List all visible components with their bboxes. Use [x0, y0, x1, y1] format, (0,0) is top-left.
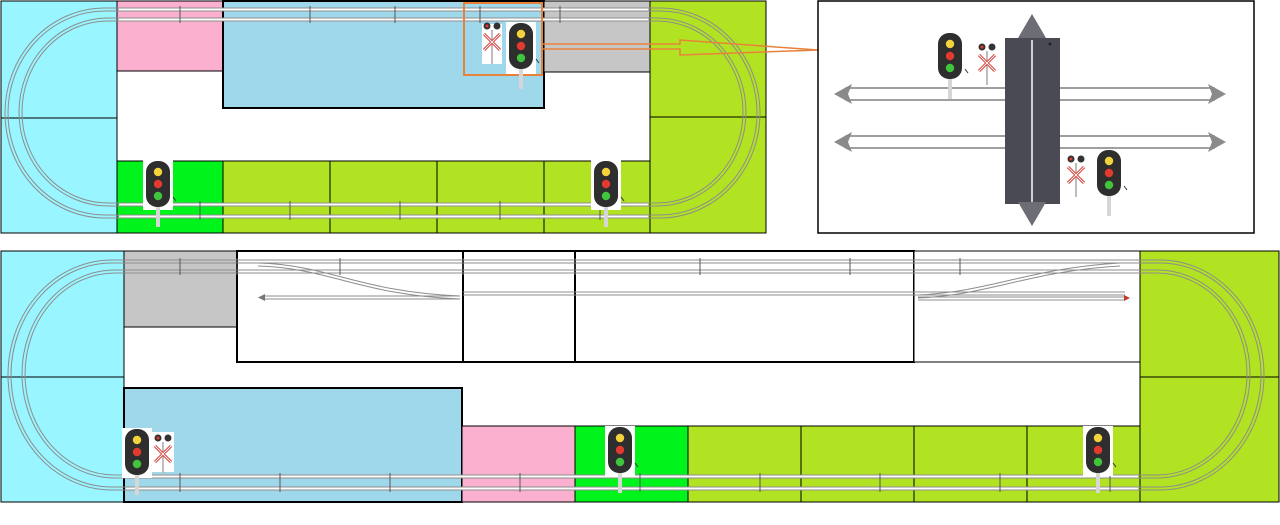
bottom-pink-panel	[461, 425, 576, 503]
traffic-signal-icon	[1083, 426, 1117, 494]
top-layout	[0, 0, 819, 234]
top-gray-panel	[543, 0, 651, 73]
bottom-white-panel-3	[574, 250, 915, 363]
bottom-blue-panel	[123, 387, 463, 503]
bottom-track-sidings	[257, 262, 1125, 301]
top-track-loop-right	[648, 7, 761, 219]
bottom-right-upper-panel	[1139, 250, 1280, 378]
bottom-track-loop-left	[7, 259, 126, 491]
top-track-straight-bottom-white	[119, 203, 648, 218]
siding-end-marker	[1124, 295, 1130, 301]
detail-panel	[817, 0, 1255, 234]
traffic-signal-icon	[591, 160, 625, 228]
bottom-track-loop-right	[1138, 259, 1265, 491]
bottom-left-upper-panel	[0, 250, 125, 378]
top-left-lower-panel	[0, 117, 118, 234]
bottom-lime-panel-1	[687, 425, 802, 503]
crossing-sign-icon	[482, 21, 502, 66]
top-track-straight-top	[117, 7, 650, 22]
bottom-white-panel-2	[462, 250, 576, 363]
traffic-signal-icon	[605, 426, 639, 494]
crossing-sign-icon	[152, 432, 174, 478]
road-crossing-icon	[1005, 14, 1060, 226]
top-pink-panel	[116, 0, 224, 72]
bottom-white-panel-1	[236, 250, 464, 363]
bottom-track-joints	[179, 258, 1111, 492]
bottom-left-lower-panel	[0, 376, 125, 503]
top-track-loop-left	[4, 7, 120, 219]
traffic-signal-icon	[122, 428, 156, 496]
top-lime-panel-2	[329, 160, 438, 234]
top-track-straight-bottom	[117, 202, 650, 219]
top-right-lower-panel	[649, 116, 767, 234]
traffic-signal-icon	[143, 160, 177, 228]
double-arrow-icon	[834, 84, 1226, 152]
bottom-white-panel-4	[913, 250, 1141, 363]
top-lime-panel-3	[436, 160, 545, 234]
bottom-layout	[0, 250, 1280, 503]
highlight-box	[463, 2, 543, 76]
traffic-signal-icon	[506, 22, 540, 90]
bottom-lime-panel-2	[800, 425, 915, 503]
bottom-right-lower-panel	[1139, 376, 1280, 503]
bottom-lime-panel-3	[913, 425, 1028, 503]
siding-end-arrow	[258, 294, 265, 301]
bottom-track-straight-bottom-white	[126, 475, 1138, 490]
bottom-track-straight-top	[124, 259, 1140, 274]
top-lime-panel-1	[222, 160, 331, 234]
